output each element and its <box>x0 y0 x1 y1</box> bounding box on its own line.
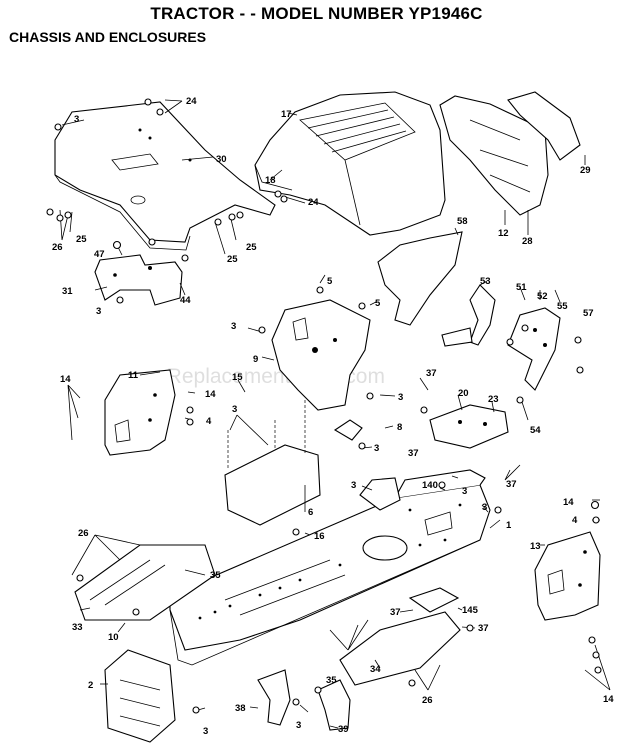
callout-20: 20 <box>458 388 469 399</box>
callout-5b: 5 <box>375 298 381 309</box>
callout-2: 2 <box>88 680 93 691</box>
front-bracket-part-140 <box>359 477 401 511</box>
callout-47: 47 <box>94 249 105 260</box>
dash-panel-part-30 <box>54 101 276 251</box>
callout-25c: 25 <box>227 254 238 265</box>
bracket-part-38 <box>257 669 291 726</box>
callout-8: 8 <box>397 422 402 433</box>
bracket-part-8 <box>333 419 363 441</box>
callout-14c: 14 <box>563 497 574 508</box>
callout-23: 23 <box>488 394 499 405</box>
callout-38: 38 <box>235 703 246 714</box>
callout-16: 16 <box>314 531 325 542</box>
callout-3i: 3 <box>482 502 487 513</box>
callout-37c: 37 <box>506 479 517 490</box>
callout-3e: 3 <box>232 404 237 415</box>
callout-9: 9 <box>253 354 258 365</box>
bracket-part-39 <box>317 679 351 731</box>
callout-3g: 3 <box>351 480 356 491</box>
callout-3a: 3 <box>74 114 79 125</box>
diagram-title: TRACTOR - - MODEL NUMBER YP1946C <box>150 4 483 23</box>
callout-3h: 3 <box>462 486 467 497</box>
callout-55: 55 <box>557 301 568 312</box>
main-frame-part-1 <box>169 469 491 666</box>
callout-54: 54 <box>530 425 541 436</box>
grille-part-29 <box>439 91 581 216</box>
callout-12: 12 <box>498 228 509 239</box>
callout-35a: 35 <box>210 570 221 581</box>
callout-51: 51 <box>516 282 527 293</box>
callout-11: 11 <box>128 370 139 381</box>
callout-58: 58 <box>457 216 468 227</box>
callout-14a: 14 <box>60 374 71 385</box>
callout-15: 15 <box>232 372 243 383</box>
callout-26b: 26 <box>78 528 89 539</box>
callout-33: 33 <box>72 622 83 633</box>
callout-30: 30 <box>216 154 227 165</box>
callout-17: 17 <box>281 109 292 120</box>
bracket-part-145 <box>408 587 460 613</box>
hardware-fasteners <box>46 98 602 714</box>
callout-44: 44 <box>180 295 191 306</box>
callout-3c: 3 <box>231 321 236 332</box>
callout-53: 53 <box>480 276 491 287</box>
callout-25b: 25 <box>246 242 257 253</box>
callout-57: 57 <box>583 308 594 319</box>
rear-panel-part-2 <box>104 649 176 743</box>
callout-26a: 26 <box>52 242 63 253</box>
callout-10: 10 <box>108 632 119 643</box>
callout-24a: 24 <box>186 96 197 107</box>
callout-145: 145 <box>462 605 479 616</box>
dash-support-part-9 <box>271 299 371 411</box>
callout-26c: 26 <box>422 695 433 706</box>
heat-shield-part-58 <box>377 231 463 326</box>
callout-35b: 35 <box>326 675 337 686</box>
callout-24b: 24 <box>308 197 319 208</box>
callout-1: 1 <box>506 520 512 531</box>
callout-14d: 14 <box>603 694 614 705</box>
callout-52: 52 <box>537 291 548 302</box>
callout-28: 28 <box>522 236 533 247</box>
diagram-subtitle: CHASSIS AND ENCLOSURES <box>9 29 207 45</box>
footrest-right-part-34 <box>339 611 461 686</box>
callout-37e: 37 <box>478 623 489 634</box>
callout-140: 140 <box>422 480 438 491</box>
callout-18: 18 <box>265 175 276 186</box>
steering-bracket-part-20 <box>429 404 509 449</box>
callout-39: 39 <box>338 724 349 735</box>
callout-3b: 3 <box>96 306 101 317</box>
callout-34: 34 <box>370 664 381 675</box>
hood-latch-bracket-part-53 <box>441 284 496 347</box>
callout-labels: 24 3 30 17 29 18 24 12 28 26 25 25 25 47… <box>52 96 614 737</box>
callout-31: 31 <box>62 286 73 297</box>
callout-37a: 37 <box>426 368 437 379</box>
callout-3k: 3 <box>203 726 208 737</box>
callout-37d: 37 <box>390 607 401 618</box>
side-panel-right-part-13 <box>534 531 601 621</box>
callout-5a: 5 <box>327 276 333 287</box>
callout-3j: 3 <box>296 720 301 731</box>
callout-3d: 3 <box>398 392 403 403</box>
callout-29: 29 <box>580 165 591 176</box>
callout-4a: 4 <box>206 416 212 427</box>
side-panel-left-part-11 <box>104 369 176 456</box>
floor-plate-part-6 <box>224 400 321 526</box>
hood-part-17 <box>254 91 446 236</box>
callout-3f: 3 <box>374 443 379 454</box>
callout-6: 6 <box>308 507 313 518</box>
callout-37b: 37 <box>408 448 419 459</box>
callout-13: 13 <box>530 541 541 552</box>
callout-4b: 4 <box>572 515 578 526</box>
hood-bracket-part-31 <box>94 254 183 306</box>
callout-14b: 14 <box>205 389 216 400</box>
callout-25a: 25 <box>76 234 87 245</box>
hood-pivot-bracket-part-55 <box>507 307 561 391</box>
